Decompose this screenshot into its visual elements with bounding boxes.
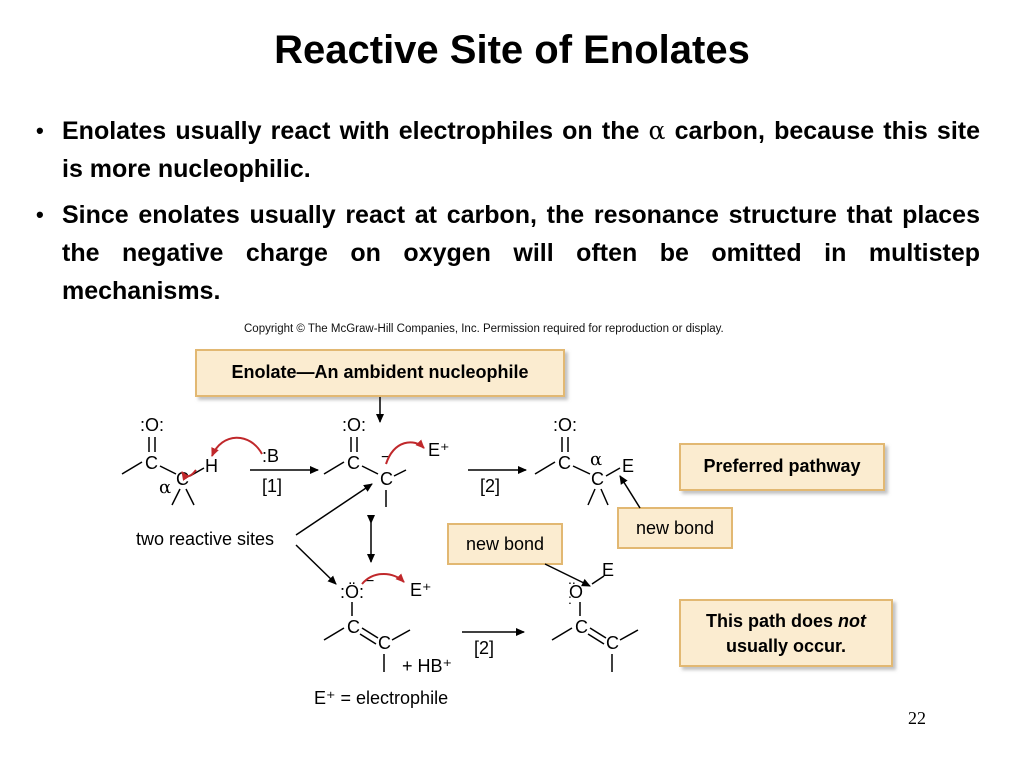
electrophile-definition: E⁺ = electrophile (314, 688, 448, 708)
site-arrow-oxygen (295, 544, 337, 585)
new-bond-callout-right: new bond (617, 507, 733, 549)
step2-label-bottom: [2] (474, 638, 494, 658)
plus-hb-label: + HB⁺ (402, 656, 452, 676)
c-alkylated-product: :O: C α C E (534, 415, 634, 506)
svg-text::: : (568, 591, 572, 607)
oxyanion-enolate-structure: :Ö: − C C (323, 573, 411, 672)
step1-label: [1] (262, 476, 282, 496)
copyright-notice: Copyright © The McGraw-Hill Companies, I… (244, 323, 724, 335)
bond-to-carbon-curved-arrow (181, 469, 197, 481)
not-usual-text-line2: usually occur. (726, 636, 846, 656)
bullet-text-tail: carbon, because this site is more nucleo… (62, 117, 980, 183)
deprotonation-curved-arrow (211, 436, 263, 457)
carbonyl-carbon-label: C (145, 453, 158, 473)
electrophile-label-top: E⁺ (428, 440, 450, 460)
site-arrow-carbon (295, 483, 373, 536)
bullet-text: Since enolates usually react at carbon, … (62, 201, 980, 305)
o-product-carbon-1: C (575, 617, 588, 637)
hydrogen-label: H (205, 456, 218, 476)
new-bond-text-middle: new bond (466, 534, 544, 554)
oxyanion-charge: − (365, 573, 374, 590)
carbanion-charge: − (381, 449, 390, 466)
alpha-label-1: α (159, 477, 171, 498)
o-alkylated-product: E O .. : C C (551, 560, 639, 672)
bullet-item: • Since enolates usually react at carbon… (36, 196, 980, 310)
not-usual-path-callout: This path does not usually occur. (679, 599, 893, 667)
new-bond-text-right: new bond (636, 518, 714, 538)
two-reactive-sites-label: two reactive sites (136, 529, 274, 549)
alpha-label-2: α (590, 449, 602, 470)
base-label: :B (262, 446, 279, 466)
new-bond-callout-middle: new bond (447, 523, 563, 565)
step2-label-top: [2] (480, 476, 500, 496)
o-product-oxygen: O (569, 582, 583, 602)
product-carbonyl-carbon: C (558, 453, 571, 473)
enolate-callout-text: Enolate—An ambident nucleophile (231, 362, 528, 382)
preferred-pathway-text: Preferred pathway (703, 456, 860, 476)
oxyanion-carbon-1: C (347, 617, 360, 637)
carbonyl-oxygen-label: :O: (140, 415, 164, 435)
carbanion-oxygen-label: :O: (342, 415, 366, 435)
carbanion-enolate-structure: :O: C − C (323, 415, 407, 507)
alpha-symbol: α (648, 116, 666, 145)
oxygen-attack-curved-arrow (361, 573, 405, 585)
oxyanion-label: :Ö: (340, 582, 364, 602)
page-title: Reactive Site of Enolates (274, 28, 750, 72)
carbanion-alpha-carbon: C (380, 469, 393, 489)
oxyanion-carbon-2: C (378, 633, 391, 653)
new-bond-arrow-right (619, 475, 641, 509)
product-oxygen-label: :O: (553, 415, 577, 435)
bullet-list: • Enolates usually react with electrophi… (36, 112, 980, 318)
carbanion-carbonyl-carbon: C (347, 453, 360, 473)
preferred-pathway-callout: Preferred pathway (679, 443, 885, 491)
bullet-item: • Enolates usually react with electrophi… (36, 112, 980, 188)
enolate-callout: Enolate—An ambident nucleophile (195, 349, 565, 397)
carbon-attack-curved-arrow (385, 439, 425, 465)
slide-number: 22 (908, 708, 926, 728)
ketone-structure: :O: C C α H (121, 415, 218, 506)
new-bond-arrow-middle (544, 563, 591, 587)
electrophile-label-bottom: E⁺ (410, 580, 432, 600)
bullet-text: Enolates usually react with electrophile… (62, 117, 649, 145)
not-usual-text-line1: This path does not (706, 611, 867, 631)
o-product-carbon-2: C (606, 633, 619, 653)
o-product-e-label: E (602, 560, 614, 580)
product-alpha-carbon: C (591, 469, 604, 489)
product-e-label: E (622, 456, 634, 476)
svg-text:..: .. (568, 571, 576, 587)
bullet-dot: • (36, 118, 44, 143)
bullet-dot: • (36, 202, 44, 227)
